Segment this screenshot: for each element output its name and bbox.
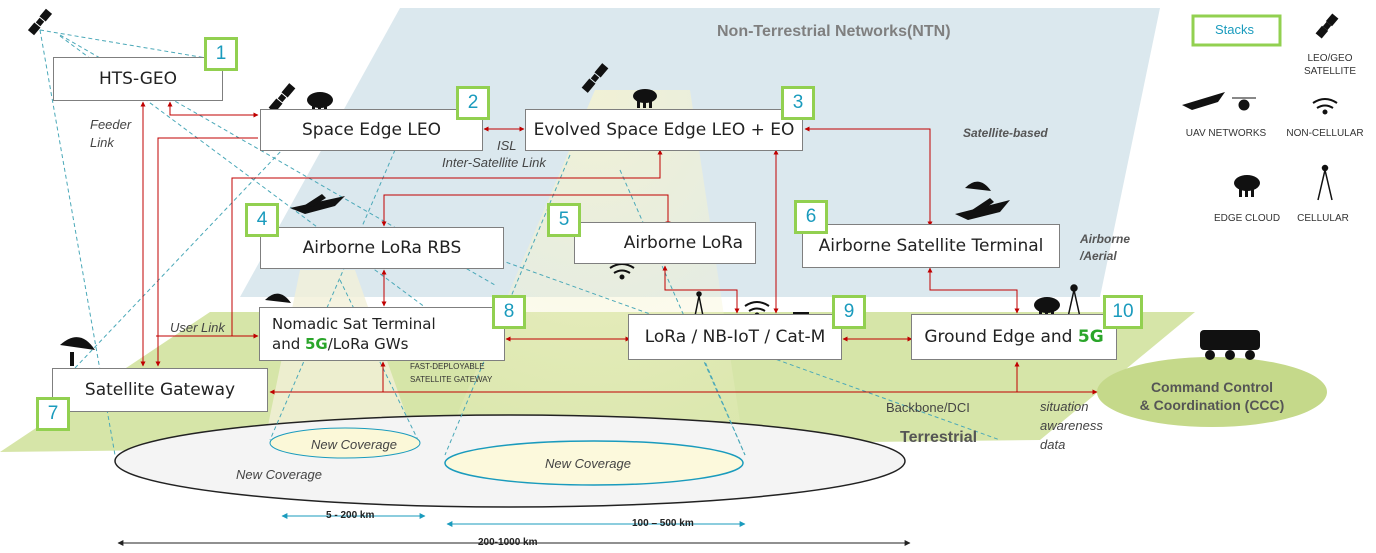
badge-7: 7 bbox=[36, 397, 70, 431]
cell-tower-icon bbox=[1317, 164, 1333, 201]
distance-label-3: 200-1000 km bbox=[478, 537, 538, 548]
region-label-terrestrial: Terrestrial bbox=[900, 429, 978, 446]
badge-5: 5 bbox=[547, 203, 581, 237]
badge-9: 9 bbox=[832, 295, 866, 329]
badge-3: 3 bbox=[781, 86, 815, 120]
stacks-legend-box bbox=[1191, 14, 1282, 47]
region-label-satellite: Satellite-based bbox=[963, 126, 1048, 140]
dish-icon bbox=[265, 293, 291, 303]
region-label-aerial: /Aerial bbox=[1080, 249, 1117, 263]
node-space-edge-leo: Space Edge LEO bbox=[260, 109, 483, 151]
badge-2: 2 bbox=[456, 86, 490, 120]
satellite-icon bbox=[27, 8, 53, 36]
backbone-label: Backbone/DCI bbox=[886, 400, 970, 415]
fast-deployable-label-1: FAST-DEPLOYABLE bbox=[410, 362, 485, 371]
cloud-icon bbox=[1234, 175, 1260, 197]
situation-label-3: data bbox=[1040, 437, 1066, 452]
node-evolved-space-edge: Evolved Space Edge LEO + EO bbox=[525, 109, 803, 151]
stacks-label: Stacks bbox=[1215, 22, 1255, 37]
ccc-line2: & Coordination (CCC) bbox=[1139, 397, 1285, 413]
situation-label-2: awareness bbox=[1040, 418, 1103, 433]
dish-icon bbox=[965, 181, 991, 191]
user-link-label: User Link bbox=[170, 320, 225, 335]
nomadic-5g: 5G bbox=[305, 335, 328, 353]
uav-icon bbox=[955, 198, 1010, 220]
nomadic-line2-c: /LoRa GWs bbox=[327, 335, 409, 353]
fast-deployable-label-2: SATELLITE GATEWAY bbox=[410, 375, 493, 384]
ntn-title: Non-Terrestrial Networks(NTN) bbox=[717, 23, 951, 40]
ccc-ellipse bbox=[1097, 357, 1327, 427]
feeder-link-label-2: Link bbox=[90, 135, 114, 150]
coverage-ellipse-mid bbox=[444, 440, 744, 486]
badge-6: 6 bbox=[794, 200, 828, 234]
nomadic-line2: and 5G/LoRa GWs bbox=[272, 334, 408, 354]
node-hts-geo: HTS-GEO bbox=[53, 57, 223, 101]
satellite-icon bbox=[1315, 13, 1339, 39]
wifi-icon bbox=[609, 263, 635, 280]
ground-edge-text: Ground Edge and bbox=[924, 327, 1078, 347]
legend-leo-geo-line1: LEO/GEO bbox=[1307, 53, 1353, 64]
satellite-icon bbox=[581, 63, 609, 93]
node-airborne-satellite-terminal: Airborne Satellite Terminal bbox=[802, 224, 1060, 268]
node-lora-nbiot-catm: LoRa / NB-IoT / Cat-M bbox=[628, 314, 842, 360]
badge-8: 8 bbox=[492, 295, 526, 329]
node-airborne-lora: Airborne LoRa bbox=[574, 222, 756, 264]
dish-icon bbox=[60, 337, 95, 366]
new-coverage-large-label: New Coverage bbox=[236, 467, 322, 482]
beam-cone bbox=[440, 90, 745, 455]
node-ccc: Command Control & Coordination (CCC) bbox=[1130, 378, 1294, 414]
node-nomadic-sat-terminal: Nomadic Sat Terminal and 5G/LoRa GWs bbox=[259, 307, 505, 361]
ccc-line1: Command Control bbox=[1150, 379, 1274, 395]
uav-icon bbox=[1182, 92, 1225, 110]
wifi-icon bbox=[1312, 98, 1338, 115]
node-ground-edge: Ground Edge and 5G bbox=[911, 314, 1117, 360]
badge-1: 1 bbox=[204, 37, 238, 71]
ground-edge-5g: 5G bbox=[1077, 327, 1104, 347]
inter-satellite-link-label: Inter-Satellite Link bbox=[442, 155, 546, 170]
cell-tower-icon bbox=[694, 291, 704, 317]
coverage-ellipse-small bbox=[269, 427, 421, 459]
legend-noncellular: NON-CELLULAR bbox=[1286, 128, 1364, 139]
legend-uav: UAV NETWORKS bbox=[1185, 128, 1267, 139]
region-label-airborne: Airborne bbox=[1080, 232, 1131, 246]
isl-label: ISL bbox=[497, 138, 517, 153]
node-satellite-gateway: Satellite Gateway bbox=[52, 368, 268, 412]
node-airborne-lora-rbs: Airborne LoRa RBS bbox=[260, 227, 504, 269]
new-coverage-small-label: New Coverage bbox=[311, 437, 397, 452]
uav-icon bbox=[290, 194, 345, 214]
new-coverage-mid-label: New Coverage bbox=[545, 456, 631, 471]
legend-cellular: CELLULAR bbox=[1297, 213, 1349, 224]
nomadic-line2-a: and bbox=[272, 335, 305, 353]
nomadic-line1: Nomadic Sat Terminal bbox=[272, 315, 436, 333]
distance-label-1: 5 - 200 km bbox=[326, 510, 375, 521]
legend-leo-geo-line2: SATELLITE bbox=[1303, 66, 1357, 77]
distance-label-2: 100 – 500 km bbox=[632, 518, 694, 529]
badge-10: 10 bbox=[1103, 295, 1143, 329]
legend-leo-geo: LEO/GEO SATELLITE bbox=[1300, 52, 1360, 78]
cloud-icon bbox=[633, 89, 657, 108]
feeder-link-label-1: Feeder bbox=[90, 117, 132, 132]
legend-edge-cloud: EDGE CLOUD bbox=[1213, 213, 1281, 224]
badge-4: 4 bbox=[245, 203, 279, 237]
situation-label-1: situation bbox=[1040, 399, 1089, 414]
drone-icon bbox=[1232, 97, 1256, 111]
people-group-icon bbox=[1200, 330, 1260, 360]
